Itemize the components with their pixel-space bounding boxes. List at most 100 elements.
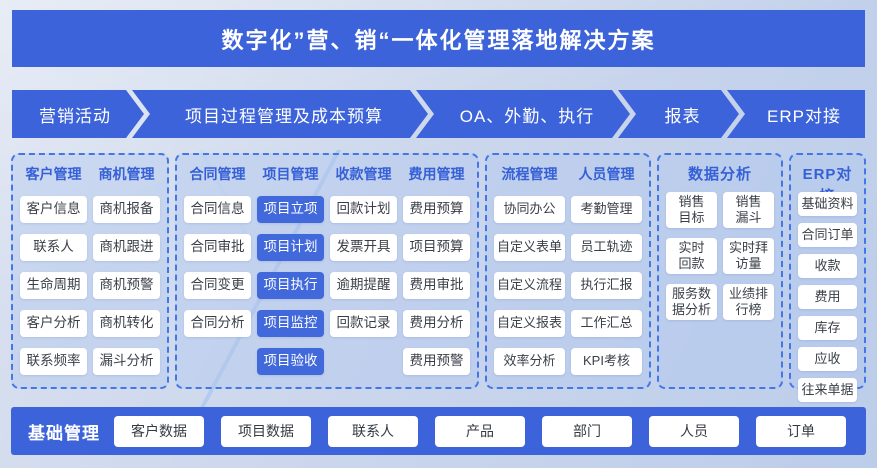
panel-title-erp: ERP对接 xyxy=(802,166,853,205)
module-chip[interactable]: 销售 漏斗 xyxy=(723,192,774,228)
column-header: 流程管理 xyxy=(501,166,558,182)
panel-columns: 客户管理客户信息联系人生命周期客户分析联系频率商机管理商机报备商机跟进商机预警商… xyxy=(20,164,160,378)
panel-column: 收款管理回款计划发票开具逾期提醒回款记录 xyxy=(330,164,397,378)
module-chip[interactable]: 回款计划 xyxy=(330,196,397,223)
module-chip[interactable]: 工作汇总 xyxy=(571,310,642,337)
panel-column: 客户管理客户信息联系人生命周期客户分析联系频率 xyxy=(20,164,87,378)
module-chip[interactable]: 联系人 xyxy=(20,234,87,261)
module-chip[interactable]: 考勤管理 xyxy=(571,196,642,223)
base-data-button[interactable]: 项目数据 xyxy=(221,415,311,447)
module-chip[interactable]: 服务数 据分析 xyxy=(666,284,717,320)
module-chip[interactable]: 收款 xyxy=(798,254,857,278)
column-header: 项目管理 xyxy=(262,166,319,182)
module-chip[interactable]: 回款记录 xyxy=(330,310,397,337)
base-management-bar: 基础管理 客户数据项目数据联系人产品部门人员订单 xyxy=(11,407,866,455)
module-chip[interactable]: 客户信息 xyxy=(20,196,87,223)
base-data-button[interactable]: 人员 xyxy=(649,415,739,447)
module-chip[interactable]: 员工轨迹 xyxy=(571,234,642,261)
module-chip[interactable]: 协同办公 xyxy=(494,196,565,223)
base-data-button[interactable]: 部门 xyxy=(542,415,632,447)
panel-project: 合同管理合同信息合同审批合同变更合同分析项目管理项目立项项目计划项目执行项目监控… xyxy=(175,153,479,389)
panel-analytics: 数据分析销售 目标实时 回款服务数 据分析销售 漏斗实时拜 访量业绩排 行榜 xyxy=(657,153,783,389)
panel-column: 商机管理商机报备商机跟进商机预警商机转化漏斗分析 xyxy=(93,164,160,378)
module-chip[interactable]: 销售 目标 xyxy=(666,192,717,228)
module-chip[interactable]: 自定义报表 xyxy=(494,310,565,337)
panels-row: 客户管理客户信息联系人生命周期客户分析联系频率商机管理商机报备商机跟进商机预警商… xyxy=(0,153,877,402)
module-chip[interactable]: 自定义表单 xyxy=(494,234,565,261)
panel-columns: 合同管理合同信息合同审批合同变更合同分析项目管理项目立项项目计划项目执行项目监控… xyxy=(184,164,470,378)
module-chip[interactable]: 合同分析 xyxy=(184,310,251,337)
module-chip[interactable]: 库存 xyxy=(798,316,857,340)
module-chip[interactable]: 项目立项 xyxy=(257,196,324,223)
base-data-button[interactable]: 产品 xyxy=(435,415,525,447)
column-header: 客户管理 xyxy=(25,166,82,182)
base-data-button[interactable]: 联系人 xyxy=(328,415,418,447)
module-chip[interactable]: 项目计划 xyxy=(257,234,324,261)
base-management-label: 基础管理 xyxy=(28,423,100,443)
module-chip[interactable]: 费用 xyxy=(798,285,857,309)
base-data-button[interactable]: 订单 xyxy=(756,415,846,447)
module-chip[interactable]: 商机转化 xyxy=(93,310,160,337)
module-chip[interactable]: 合同信息 xyxy=(184,196,251,223)
flow-step-4[interactable]: 报表 xyxy=(618,90,739,138)
module-chip[interactable]: 费用预警 xyxy=(403,348,470,375)
module-chip[interactable]: 商机报备 xyxy=(93,196,160,223)
column-header: 商机管理 xyxy=(98,166,155,182)
module-chip[interactable]: 联系频率 xyxy=(20,348,87,375)
panel-column: 项目管理项目立项项目计划项目执行项目监控项目验收 xyxy=(257,164,324,378)
module-chip[interactable]: 费用分析 xyxy=(403,310,470,337)
module-chip[interactable]: 应收 xyxy=(798,347,857,371)
page-title: 数字化”营、销“一体化管理落地解决方案 xyxy=(221,27,656,53)
module-chip[interactable]: 项目监控 xyxy=(257,310,324,337)
module-chip[interactable]: 执行汇报 xyxy=(571,272,642,299)
module-chip[interactable]: 生命周期 xyxy=(20,272,87,299)
flow-step-2[interactable]: 项目过程管理及成本预算 xyxy=(132,90,428,138)
module-chip[interactable]: 业绩排 行榜 xyxy=(723,284,774,320)
panel-column: 流程管理协同办公自定义表单自定义流程自定义报表效率分析 xyxy=(494,164,565,378)
panel-column: 基础资料合同订单收款费用库存应收往来单据 xyxy=(798,192,857,402)
module-chip[interactable]: 费用预算 xyxy=(403,196,470,223)
module-chip[interactable]: 自定义流程 xyxy=(494,272,565,299)
base-data-button[interactable]: 客户数据 xyxy=(114,415,204,447)
panel-process: 流程管理协同办公自定义表单自定义流程自定义报表效率分析人员管理考勤管理员工轨迹执… xyxy=(485,153,651,389)
module-chip[interactable]: 漏斗分析 xyxy=(93,348,160,375)
base-items: 客户数据项目数据联系人产品部门人员订单 xyxy=(114,415,846,447)
module-chip[interactable]: 效率分析 xyxy=(494,348,565,375)
module-chip[interactable]: 实时拜 访量 xyxy=(723,238,774,274)
module-chip[interactable]: KPI考核 xyxy=(571,348,642,375)
module-chip[interactable]: 合同变更 xyxy=(184,272,251,299)
module-chip[interactable]: 往来单据 xyxy=(798,378,857,402)
panel-column: 合同管理合同信息合同审批合同变更合同分析 xyxy=(184,164,251,378)
module-chip[interactable]: 项目预算 xyxy=(403,234,470,261)
module-chip[interactable]: 逾期提醒 xyxy=(330,272,397,299)
module-chip[interactable]: 商机跟进 xyxy=(93,234,160,261)
panel-column: 销售 目标实时 回款服务数 据分析 xyxy=(666,192,717,378)
module-chip[interactable]: 发票开具 xyxy=(330,234,397,261)
module-chip[interactable]: 合同订单 xyxy=(798,223,857,247)
title-banner: 数字化”营、销“一体化管理落地解决方案 xyxy=(12,10,865,67)
module-chip[interactable]: 基础资料 xyxy=(798,192,857,216)
module-chip[interactable]: 实时 回款 xyxy=(666,238,717,274)
module-chip[interactable]: 项目执行 xyxy=(257,272,324,299)
panel-column: 费用管理费用预算项目预算费用审批费用分析费用预警 xyxy=(403,164,470,378)
panel-column: 销售 漏斗实时拜 访量业绩排 行榜 xyxy=(723,192,774,378)
panel-erp: ERP对接基础资料合同订单收款费用库存应收往来单据 xyxy=(789,153,866,402)
panel-columns: 流程管理协同办公自定义表单自定义流程自定义报表效率分析人员管理考勤管理员工轨迹执… xyxy=(494,164,642,378)
module-chip[interactable]: 项目验收 xyxy=(257,348,324,375)
panel-crm: 客户管理客户信息联系人生命周期客户分析联系频率商机管理商机报备商机跟进商机预警商… xyxy=(11,153,169,389)
module-chip[interactable]: 商机预警 xyxy=(93,272,160,299)
panel-columns: 基础资料合同订单收款费用库存应收往来单据 xyxy=(798,192,857,402)
module-chip[interactable]: 费用审批 xyxy=(403,272,470,299)
panel-column: 人员管理考勤管理员工轨迹执行汇报工作汇总 KPI考核 xyxy=(571,164,642,378)
module-chip[interactable]: 合同审批 xyxy=(184,234,251,261)
flow-step-1[interactable]: 营销活动 xyxy=(12,90,144,138)
column-header: 费用管理 xyxy=(408,166,465,182)
column-header: 合同管理 xyxy=(189,166,246,182)
module-chip[interactable]: 客户分析 xyxy=(20,310,87,337)
column-header: 收款管理 xyxy=(335,166,392,182)
flow-step-5[interactable]: ERP对接 xyxy=(727,90,865,138)
flow-step-3[interactable]: OA、外勤、执行 xyxy=(416,90,630,138)
column-header: 人员管理 xyxy=(578,166,635,182)
